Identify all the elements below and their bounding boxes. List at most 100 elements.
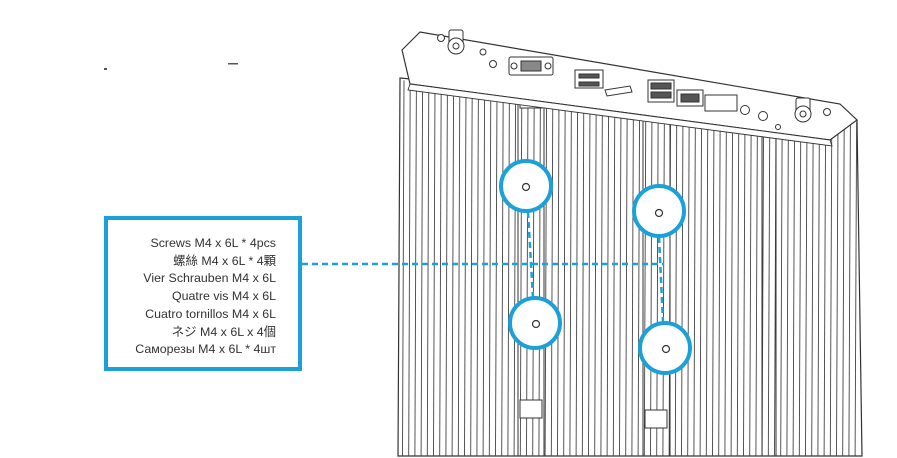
heatsink-fin xyxy=(650,103,653,456)
heatsink-fin xyxy=(588,97,591,456)
heatsink-fin xyxy=(631,101,634,456)
mount-screw-icon xyxy=(775,124,781,130)
screw-hole-icon xyxy=(499,159,553,213)
heatsink-fin xyxy=(451,84,455,456)
heatsink-fin xyxy=(829,119,833,456)
serial-port-icon xyxy=(508,56,554,76)
mount-screw-icon xyxy=(479,48,487,56)
heatsink-fin xyxy=(569,95,572,456)
heatsink-fin xyxy=(823,119,827,456)
heatsink-fin xyxy=(712,108,715,456)
heatsink-fin xyxy=(594,98,597,456)
heatsink-fin xyxy=(836,120,839,456)
spec-line-ja: ネジ M4 x 6L x 4個 xyxy=(171,324,276,339)
antenna-connector-icon xyxy=(794,97,812,123)
heatsink-fin xyxy=(414,81,417,456)
heatsink-fin xyxy=(767,113,771,456)
spec-line-es: Cuatro tornillos M4 x 6L xyxy=(145,306,276,321)
heatsink-fin xyxy=(718,109,721,456)
heatsink-fin xyxy=(581,96,585,456)
heatsink-fin xyxy=(575,96,579,456)
heatsink-fin xyxy=(445,84,448,456)
heatsink-fin xyxy=(625,100,628,456)
heatsink-fin xyxy=(705,108,709,456)
stray-marks xyxy=(104,63,238,70)
heatsink-fin xyxy=(674,105,678,456)
heatsink-fin xyxy=(526,91,529,456)
heatsink-fin xyxy=(606,99,610,456)
heatsink-fin xyxy=(408,80,411,456)
heatsink-fin xyxy=(402,80,405,456)
hdmi-port-icon xyxy=(604,85,633,97)
heatsink-fin xyxy=(681,105,684,456)
heatsink-fin xyxy=(699,107,703,456)
heatsink-fin xyxy=(557,94,560,456)
heatsink-fin xyxy=(780,115,783,456)
heatsink-fin xyxy=(730,110,734,456)
heatsink-fin xyxy=(501,89,504,456)
heatsink-fin xyxy=(786,115,789,456)
heatsink-fin xyxy=(470,86,473,456)
antenna-connector-icon xyxy=(447,29,465,55)
heatsink-fin xyxy=(724,109,727,456)
heatsink-fin xyxy=(482,87,486,456)
heatsink-fin xyxy=(433,83,436,456)
heatsink-fin xyxy=(749,112,752,456)
heatsink-fin xyxy=(544,93,548,456)
mount-screw-icon xyxy=(489,60,497,68)
heatsink-fin xyxy=(420,82,424,456)
heatsink-fin xyxy=(848,121,851,456)
heatsink-fin xyxy=(476,87,479,456)
heatsink-fin xyxy=(805,117,808,456)
heatsink-fin xyxy=(817,118,820,456)
screw-highlights xyxy=(499,159,692,375)
ethernet-port-icon xyxy=(676,89,704,107)
heatsink-fin xyxy=(612,99,616,456)
heatsink-fin xyxy=(656,103,659,456)
heatsink-fin xyxy=(854,121,858,456)
leader-lines xyxy=(302,211,665,323)
heatsink-fin xyxy=(532,92,535,456)
heatsink-fin xyxy=(519,91,523,456)
spec-line-ru: Саморезы M4 x 6L * 4шт xyxy=(135,342,276,357)
heatsink-fin xyxy=(842,120,845,456)
heatsink-fin xyxy=(693,107,696,456)
heatsink-fin xyxy=(798,116,802,456)
mount-screw-icon xyxy=(740,105,750,115)
heatsink-fin xyxy=(495,88,498,456)
heatsink-fin xyxy=(619,100,622,456)
heatsink-fin xyxy=(426,82,430,456)
spec-line-en: Screws M4 x 6L * 4pcs xyxy=(150,236,276,250)
heatsink-fin xyxy=(792,116,796,456)
screw-hole-icon xyxy=(638,321,692,375)
heatsink-fin xyxy=(643,102,647,456)
screw-hole-icon xyxy=(632,184,686,238)
mount-screw-icon xyxy=(823,108,831,116)
heatsink-fin xyxy=(811,117,814,456)
spec-line-zh: 螺絲 M4 x 6L * 4顆 xyxy=(173,253,276,268)
mount-screw-icon xyxy=(758,111,768,121)
heatsink-fin xyxy=(538,92,541,456)
heatsink-fin xyxy=(736,111,740,456)
screw-spec-text: Screws M4 x 6L * 4pcs 螺絲 M4 x 6L * 4顆 Vi… xyxy=(135,235,276,359)
heatsink-fin xyxy=(439,83,442,456)
screw-spec-callout: Screws M4 x 6L * 4pcs 螺絲 M4 x 6L * 4顆 Vi… xyxy=(104,216,302,371)
ethernet-port-icon xyxy=(647,79,675,103)
heatsink-fin xyxy=(464,86,467,456)
heatsink-fin xyxy=(755,112,758,456)
heatsink-fin xyxy=(513,90,517,456)
rear-ports xyxy=(437,29,831,130)
usb-port-icon xyxy=(574,69,604,89)
heatsink-fin xyxy=(457,85,461,456)
heatsink-fin xyxy=(600,98,603,456)
heatsink-fin xyxy=(563,95,566,456)
heatsink-fin xyxy=(507,90,510,456)
heatsink-fin xyxy=(488,88,492,456)
heatsink-fin xyxy=(687,106,690,456)
heatsink-fin xyxy=(637,101,641,456)
spec-line-fr: Quatre vis M4 x 6L xyxy=(172,289,276,304)
mount-screw-icon xyxy=(437,34,445,42)
spec-line-de: Vier Schrauben M4 x 6L xyxy=(143,271,276,286)
screw-hole-icon xyxy=(508,296,562,350)
